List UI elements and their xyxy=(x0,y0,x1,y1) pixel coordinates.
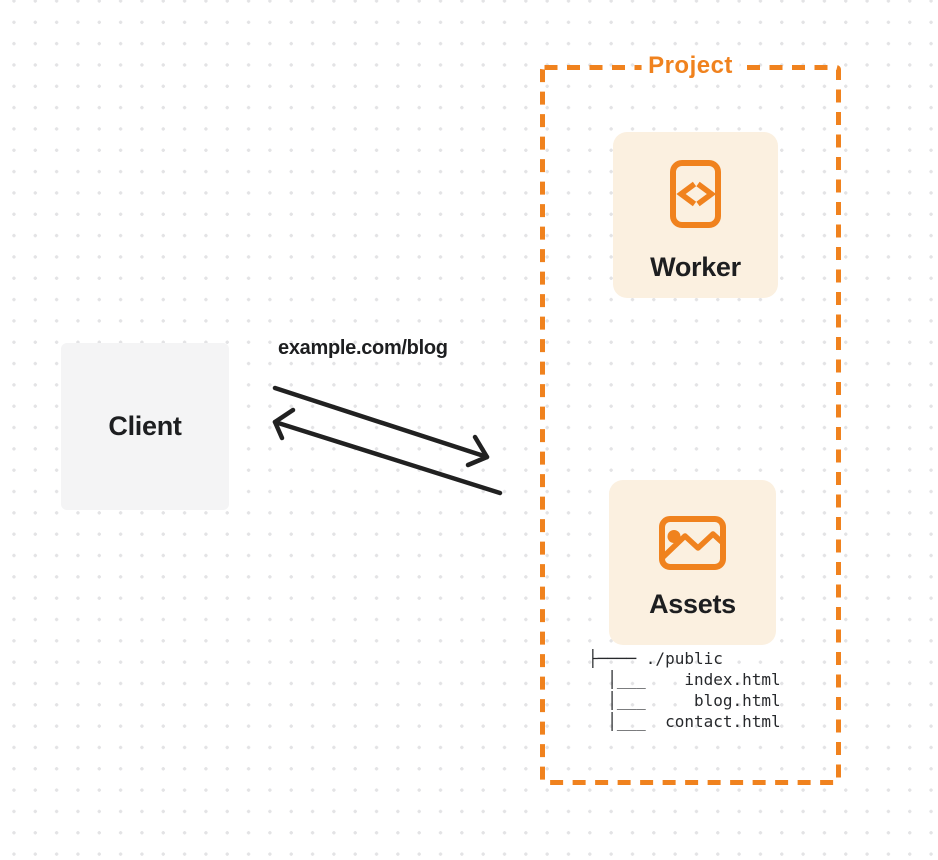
request-url-label: example.com/blog xyxy=(278,337,448,359)
file-tree-line: │___ contact.html xyxy=(588,712,781,731)
project-container: Project Worker Assets xyxy=(540,52,841,785)
worker-node: Worker xyxy=(613,132,778,298)
assets-node: Assets xyxy=(609,480,776,645)
project-label: Project xyxy=(641,52,740,80)
response-arrowhead-icon xyxy=(272,407,296,441)
client-label: Client xyxy=(108,411,182,441)
file-tree-line: ├──── ./public xyxy=(588,649,723,668)
request-arrow-line xyxy=(272,385,490,460)
assets-label: Assets xyxy=(649,589,736,619)
worker-label: Worker xyxy=(650,252,741,282)
response-arrow-line xyxy=(272,419,503,496)
request-arrowhead-icon xyxy=(465,434,490,468)
file-tree-line: │___ index.html xyxy=(588,670,781,689)
assets-file-tree: ├──── ./public │___ index.html │___ blog… xyxy=(588,648,781,732)
code-file-icon xyxy=(670,160,721,228)
file-tree-line: │___ blog.html xyxy=(588,691,781,710)
client-node: Client xyxy=(61,343,229,510)
image-icon xyxy=(659,516,726,570)
